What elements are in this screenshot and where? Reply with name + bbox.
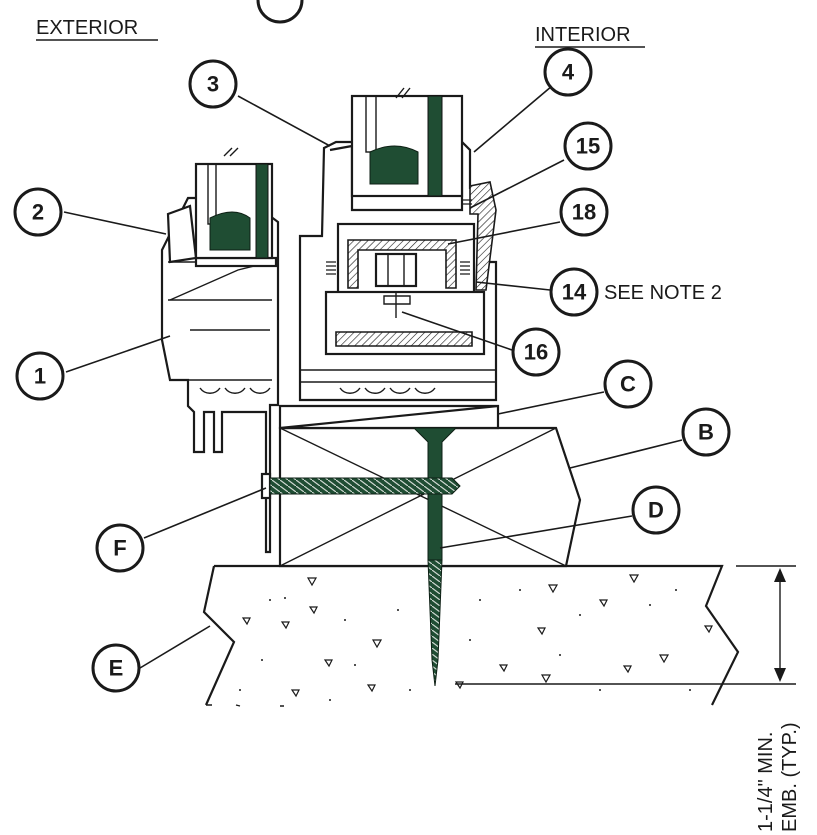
concrete-substrate <box>202 564 740 707</box>
svg-text:14: 14 <box>562 280 587 305</box>
svg-text:3: 3 <box>207 72 219 97</box>
svg-text:C: C <box>620 372 636 397</box>
callout-f: F <box>95 523 145 573</box>
svg-text:4: 4 <box>562 60 575 85</box>
weatherstrips <box>326 199 472 275</box>
leader-lines <box>63 85 683 669</box>
svg-text:B: B <box>698 420 714 445</box>
svg-text:E: E <box>109 656 124 681</box>
embedment-line-1: 1-1/4" MIN. <box>755 732 777 832</box>
callout-1: 1 <box>15 351 65 401</box>
exterior-glass-unit <box>194 147 274 260</box>
shim <box>278 404 500 430</box>
sill-insert-16 <box>335 331 473 347</box>
callout-c: C <box>603 359 653 409</box>
callout-2: 2 <box>13 187 63 237</box>
callout-4: 4 <box>543 47 593 97</box>
svg-text:2: 2 <box>32 200 44 225</box>
callout-b: B <box>681 407 731 457</box>
callout-3: 3 <box>188 59 238 109</box>
see-note-2: SEE NOTE 2 <box>604 282 722 304</box>
svg-text:15: 15 <box>576 134 600 159</box>
callout-14: 14 <box>549 267 599 317</box>
thermal-break-18 <box>347 239 457 289</box>
interior-heading: INTERIOR <box>535 24 631 46</box>
svg-text:F: F <box>113 536 126 561</box>
svg-text:1: 1 <box>34 364 46 389</box>
interior-trim-15 <box>469 181 497 291</box>
channel-14 <box>374 252 418 288</box>
callout-18: 18 <box>559 187 609 237</box>
svg-text:D: D <box>648 498 664 523</box>
partial-callout-circle <box>256 0 304 24</box>
exterior-heading: EXTERIOR <box>36 17 138 39</box>
embedment-line-2: EMB. (TYP.) <box>779 722 801 832</box>
svg-text:18: 18 <box>572 200 596 225</box>
callout-16: 16 <box>511 327 561 377</box>
callout-e: E <box>91 643 141 693</box>
callout-d: D <box>631 485 681 535</box>
callout-15: 15 <box>563 121 613 171</box>
svg-text:16: 16 <box>524 340 548 365</box>
fastener-f <box>260 472 461 500</box>
interior-glass-unit <box>350 87 464 198</box>
exterior-frame-profile <box>160 196 280 554</box>
embedment-dimension: 1-1/4" MIN. EMB. (TYP.) <box>455 565 801 832</box>
